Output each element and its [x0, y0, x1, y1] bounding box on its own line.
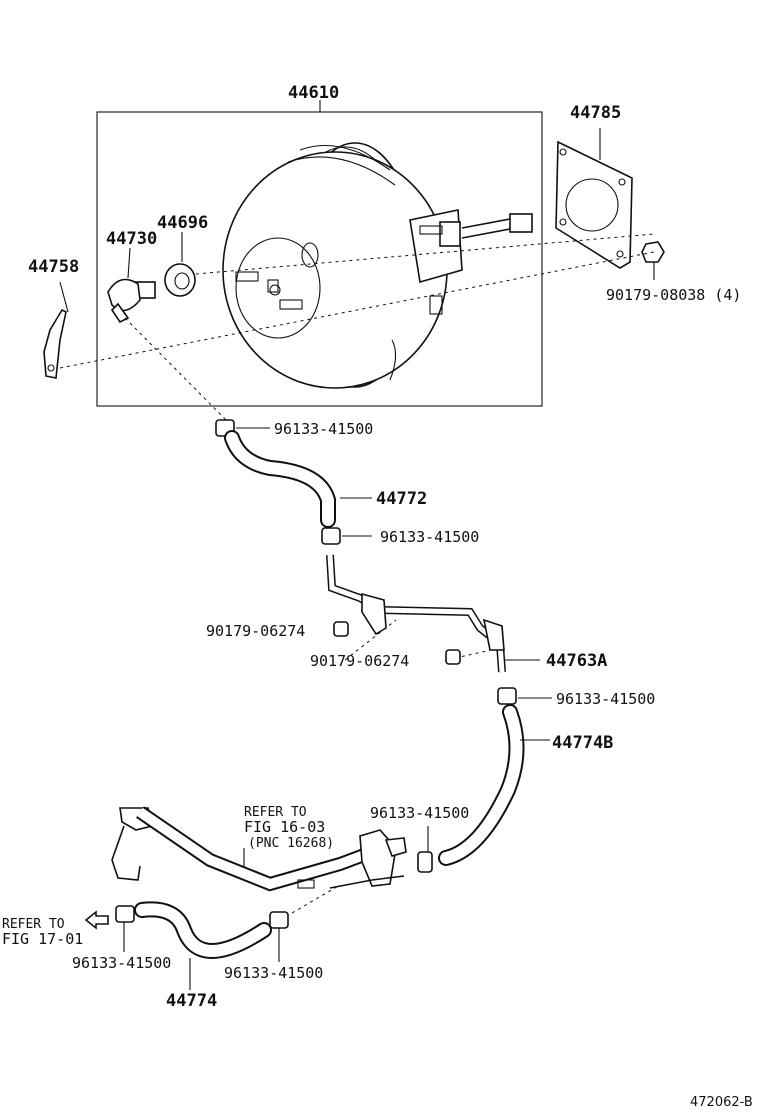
label-clip-1: 96133-41500: [274, 420, 373, 438]
hose-clip-bottom: [269, 911, 289, 962]
refer-fig-16-03-line1: REFER TO: [244, 805, 307, 820]
intake-pipe: [111, 806, 407, 892]
gasket: [555, 128, 633, 269]
refer-fig-17-01-line1: REFER TO: [2, 917, 65, 932]
label-44763a: 44763A: [546, 651, 607, 671]
brake-booster: [222, 142, 533, 389]
hose-clip-4: [417, 826, 433, 873]
label-44696: 44696: [157, 213, 208, 233]
label-clip-4: 96133-41500: [370, 804, 469, 822]
hose-clip-1: [215, 419, 270, 437]
booster-assembly-box: [96, 100, 543, 407]
flange-nut: [641, 241, 665, 280]
vacuum-hose-mid: [438, 704, 550, 866]
label-44758: 44758: [28, 257, 79, 277]
label-clip-bottom: 96133-41500: [224, 964, 323, 982]
label-44730: 44730: [106, 229, 157, 249]
label-44772: 44772: [376, 489, 427, 509]
grommet: [164, 232, 196, 297]
bracket: [43, 281, 69, 379]
alignment-lines: [59, 233, 655, 921]
label-90179-08038: 90179-08038 (4): [606, 286, 741, 304]
label-nut-a: 90179-06274: [206, 622, 305, 640]
hose-clip-3: [497, 687, 552, 705]
refer-fig-16-03-line3: (PNC 16268): [248, 836, 334, 851]
check-valve: [107, 247, 156, 324]
refer-arrow-icon: [84, 910, 109, 930]
figure-id: 472062-B: [690, 1095, 753, 1110]
label-44785: 44785: [570, 103, 621, 123]
label-clip-left: 96133-41500: [72, 954, 171, 972]
hose-clip-2: [321, 527, 372, 545]
nut-a: [333, 621, 349, 637]
union-pipe: [326, 554, 540, 673]
label-44774: 44774: [166, 991, 217, 1011]
nut-b: [445, 649, 461, 665]
label-44610: 44610: [288, 83, 339, 103]
refer-fig-17-01-line2: FIG 17-01: [2, 930, 83, 948]
vacuum-hose-upper: [224, 430, 372, 528]
label-44774b: 44774B: [552, 733, 613, 753]
refer-fig-16-03-line2: FIG 16-03: [244, 818, 325, 836]
vacuum-hose-lower: [134, 901, 272, 990]
hose-clip-left: [115, 905, 135, 952]
label-clip-2: 96133-41500: [380, 528, 479, 546]
label-clip-3: 96133-41500: [556, 690, 655, 708]
label-nut-b: 90179-06274: [310, 652, 409, 670]
